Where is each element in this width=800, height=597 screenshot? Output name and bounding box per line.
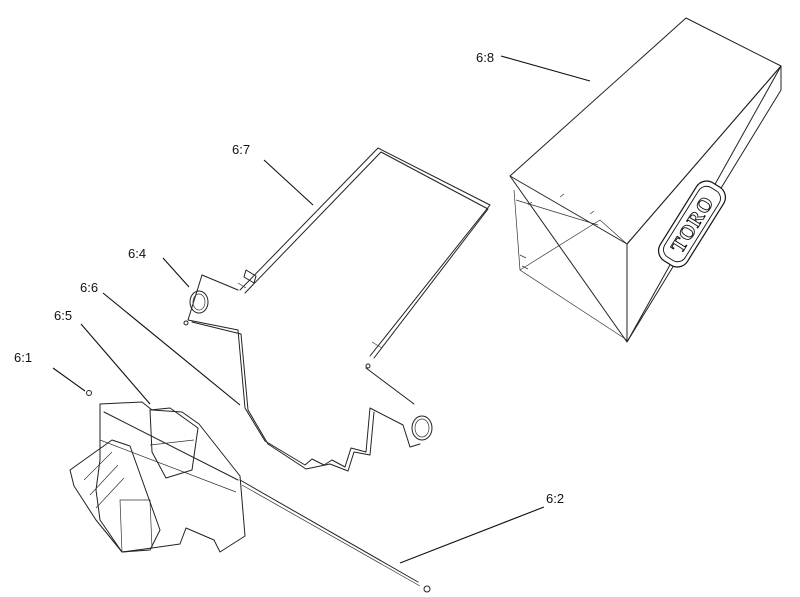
bag-cover-part [509, 17, 782, 343]
bag-mount-part [69, 390, 246, 553]
callout-6-5: 6:5 [54, 308, 72, 323]
callout-6-4: 6:4 [128, 246, 146, 261]
callout-labels: 6:8 6:7 6:4 6:6 6:5 6:1 6:2 [14, 50, 564, 506]
spring-clip-right [411, 415, 433, 441]
rod-part [239, 479, 431, 593]
screw-part [86, 390, 92, 396]
callout-6-1: 6:1 [14, 350, 32, 365]
callout-6-6: 6:6 [80, 280, 98, 295]
spring-clip-left [189, 290, 209, 314]
leader-lines [52, 55, 591, 564]
lower-frame-part [183, 274, 433, 472]
toro-logo-plate: TORO [657, 180, 727, 268]
callout-6-8: 6:8 [476, 50, 494, 65]
callout-6-7: 6:7 [232, 142, 250, 157]
upper-frame-part [237, 147, 491, 359]
callout-6-2: 6:2 [546, 491, 564, 506]
